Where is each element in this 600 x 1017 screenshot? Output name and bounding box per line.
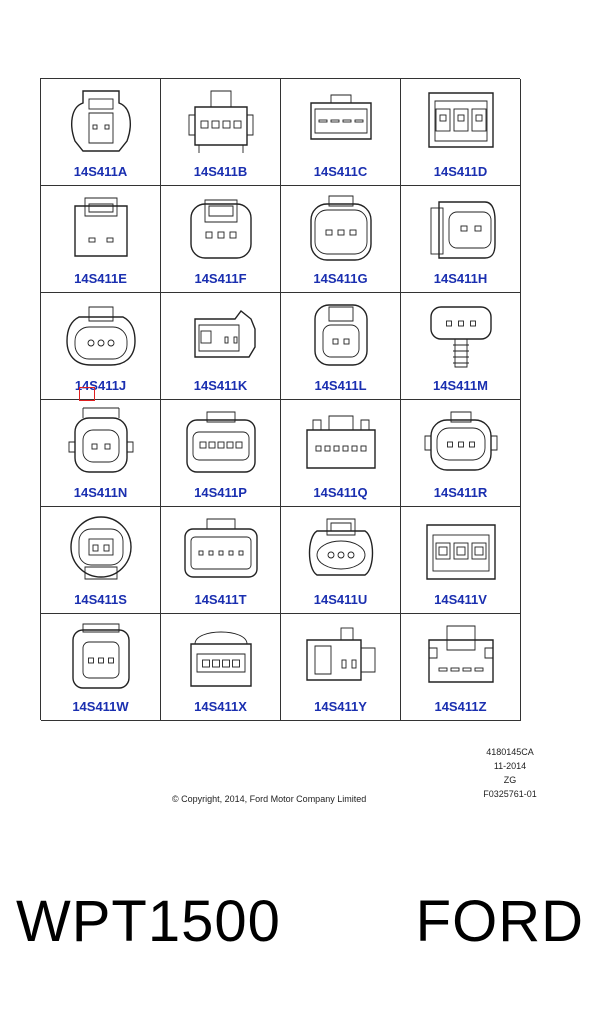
connector-cell: 14S411T — [161, 507, 281, 614]
connector-label: 14S411E — [74, 271, 127, 286]
connector-cell: 14S411C — [281, 79, 401, 186]
connector-cell: 14S411Z — [401, 614, 521, 721]
connector-drawing — [428, 625, 494, 683]
caption-brand: FORD — [415, 889, 584, 954]
connector-drawing — [70, 516, 132, 580]
connector-drawing — [430, 201, 496, 259]
connector-label: 14S411F — [194, 271, 247, 286]
connector-label: 14S411A — [73, 164, 128, 179]
connector-drawing — [186, 411, 256, 473]
drawing-ref: F0325761-01 — [483, 789, 537, 799]
connector-label: 14S411V — [434, 592, 487, 607]
connector-cell: 14S411W — [41, 614, 161, 721]
connector-cell: 14S411V — [401, 507, 521, 614]
connector-drawing — [190, 631, 252, 687]
connector-drawing — [424, 411, 498, 471]
connector-cell: 14S411L — [281, 293, 401, 400]
connector-label: 14S411T — [194, 592, 247, 607]
connector-drawing — [314, 304, 368, 366]
connector-grid: 14S411A 14S411B 14S411C 14S411D 14S411E 14S41… — [40, 78, 521, 721]
connector-drawing — [194, 310, 256, 358]
connector-cell: 14S411Q — [281, 400, 401, 507]
connector-drawing — [66, 306, 136, 366]
drawing-info: 4180145CA 11-2014 ZG F0325761-01 — [470, 745, 550, 801]
connector-label: 14S411W — [72, 699, 129, 714]
drawing-date: 11-2014 — [493, 761, 527, 771]
drawing-zg: ZG — [503, 775, 517, 785]
connector-drawing — [74, 197, 128, 257]
connector-drawing — [72, 623, 130, 689]
connector-drawing — [430, 306, 492, 368]
connector-cell: 14S411D — [401, 79, 521, 186]
connector-label: 14S411M — [433, 378, 488, 393]
connector-cell: 14S411H — [401, 186, 521, 293]
connector-label: 14S411L — [314, 378, 367, 393]
connector-cell: 14S411X — [161, 614, 281, 721]
connector-cell: 14S411U — [281, 507, 401, 614]
connector-cell: 14S411K — [161, 293, 281, 400]
connector-cell: 14S411F — [161, 186, 281, 293]
connector-cell: 14S411Y — [281, 614, 401, 721]
connector-drawing — [190, 199, 252, 259]
caption: WPT1500 FORD — [0, 888, 600, 955]
drawing-code: 4180145CA — [486, 747, 534, 757]
connector-drawing — [310, 195, 372, 261]
connector-label: 14S411P — [194, 485, 247, 500]
caption-model: WPT1500 — [16, 889, 281, 954]
connector-cell: 14S411E — [41, 186, 161, 293]
connector-label: 14S411R — [433, 485, 488, 500]
connector-label: 14S411N — [73, 485, 128, 500]
connector-label: 14S411H — [433, 271, 488, 286]
connector-drawing — [71, 90, 131, 152]
connector-cell: 14S411M — [401, 293, 521, 400]
connector-cell: 14S411N — [41, 400, 161, 507]
connector-drawing — [308, 518, 374, 576]
connector-cell: 14S411A — [41, 79, 161, 186]
connector-cell: 14S411R — [401, 400, 521, 507]
connector-drawing — [68, 407, 134, 473]
connector-label: 14S411Z — [434, 699, 487, 714]
connector-drawing — [184, 518, 258, 578]
connector-cell: 14S411J — [41, 293, 161, 400]
connector-drawing — [306, 415, 376, 469]
connector-cell: 14S411B — [161, 79, 281, 186]
connector-cell: 14S411P — [161, 400, 281, 507]
highlight-marker — [79, 387, 95, 401]
connector-drawing — [306, 627, 376, 681]
connector-drawing — [428, 92, 494, 148]
copyright-text: © Copyright, 2014, Ford Motor Company Li… — [172, 794, 367, 804]
connector-label: 14S411G — [313, 271, 368, 286]
connector-label: 14S411C — [313, 164, 368, 179]
connector-drawing — [188, 90, 254, 153]
connector-label: 14S411Y — [314, 699, 367, 714]
connector-label: 14S411B — [193, 164, 248, 179]
connector-label: 14S411U — [313, 592, 368, 607]
connector-cell: 14S411S — [41, 507, 161, 614]
connector-label: 14S411J — [74, 378, 127, 393]
connector-cell: 14S411G — [281, 186, 401, 293]
connector-drawing — [426, 524, 496, 580]
connector-label: 14S411Q — [313, 485, 368, 500]
connector-drawing — [310, 94, 372, 140]
connector-label: 14S411S — [74, 592, 127, 607]
connector-label: 14S411X — [194, 699, 247, 714]
connector-label: 14S411K — [193, 378, 248, 393]
connector-label: 14S411D — [433, 164, 488, 179]
